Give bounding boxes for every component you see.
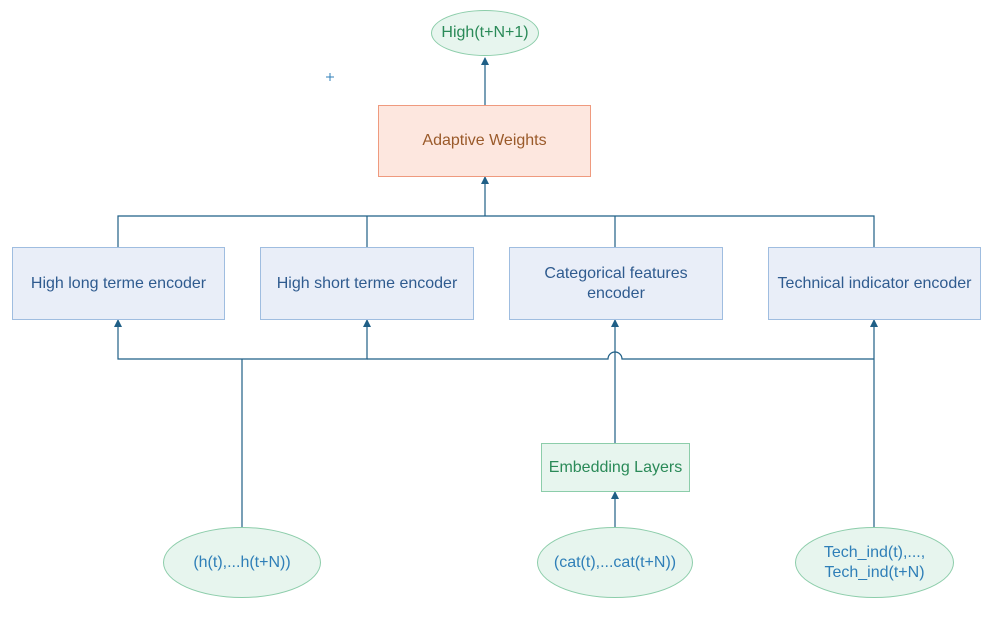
edge-to-short-encoder bbox=[242, 319, 371, 360]
encoder-categorical[interactable]: Categorical features encoder bbox=[509, 247, 723, 320]
edge-encoders-bus bbox=[117, 215, 875, 247]
encoder-label: High long terme encoder bbox=[30, 274, 207, 292]
adaptive-weights-label: Adaptive Weights bbox=[422, 132, 547, 149]
encoder-technical[interactable]: Technical indicator encoder bbox=[768, 247, 981, 320]
encoder-label: Technical indicator encoder bbox=[777, 274, 972, 292]
encoder-high-long[interactable]: High long terme encoder bbox=[12, 247, 225, 320]
edge-to-long-encoder bbox=[114, 319, 242, 360]
input-h-node[interactable]: (h(t),...h(t+N)) bbox=[163, 527, 321, 598]
input-cat-node[interactable]: (cat(t),...cat(t+N)) bbox=[537, 527, 693, 598]
embedding-label: Embedding Layers bbox=[548, 458, 683, 476]
adaptive-weights-node[interactable]: Adaptive Weights bbox=[378, 105, 591, 177]
edge-tech-bus bbox=[367, 351, 874, 360]
input-label: (cat(t),...cat(t+N)) bbox=[553, 553, 677, 571]
input-tech-node[interactable]: Tech_ind(t),..., Tech_ind(t+N) bbox=[795, 527, 954, 598]
output-label: High(t+N+1) bbox=[441, 24, 529, 41]
embedding-layers-node[interactable]: Embedding Layers bbox=[541, 443, 690, 492]
cross-mark bbox=[326, 73, 334, 81]
encoder-high-short[interactable]: High short terme encoder bbox=[260, 247, 474, 320]
input-label: (h(t),...h(t+N)) bbox=[193, 553, 291, 571]
output-node[interactable]: High(t+N+1) bbox=[431, 10, 539, 56]
input-label: Tech_ind(t),..., Tech_ind(t+N) bbox=[823, 543, 926, 581]
encoder-label: High short terme encoder bbox=[276, 274, 458, 292]
encoder-label: Categorical features encoder bbox=[544, 264, 688, 302]
